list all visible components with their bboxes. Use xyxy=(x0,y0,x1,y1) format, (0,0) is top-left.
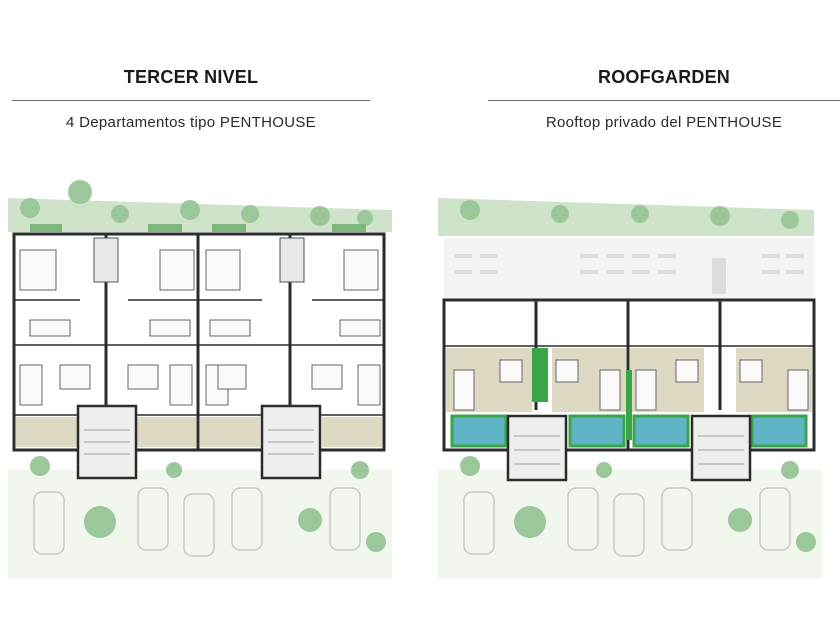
stair-cores xyxy=(506,414,752,482)
vegetation-top xyxy=(20,180,373,226)
stairs xyxy=(93,237,305,283)
site-ground xyxy=(8,470,392,578)
green-strip xyxy=(532,348,632,440)
pools xyxy=(450,414,808,448)
panel-title: ROOFGARDEN xyxy=(598,67,730,87)
panel-title: TERCER NIVEL xyxy=(123,67,259,87)
furniture xyxy=(19,249,381,406)
garden-strip xyxy=(438,198,814,236)
panel-subtitle: Rooftop privado del PENTHOUSE xyxy=(545,114,783,131)
roof-deck xyxy=(444,238,814,300)
vegetation-ground xyxy=(460,456,816,552)
floor-plan-roofgarden xyxy=(438,198,822,578)
parking-cars xyxy=(463,487,791,557)
panel-subtitle: 4 Departamentos tipo PENTHOUSE xyxy=(66,114,316,131)
terrace xyxy=(16,417,382,447)
title-underline xyxy=(488,100,840,101)
roof-fixtures xyxy=(454,254,804,294)
furniture xyxy=(453,359,809,411)
site-ground xyxy=(438,470,822,578)
floor-plan-tercer-nivel xyxy=(8,180,392,578)
planter-boxes xyxy=(30,224,366,232)
vegetation-top xyxy=(460,200,799,229)
garden-strip xyxy=(8,198,392,232)
vegetation-ground xyxy=(30,456,386,552)
title-underline xyxy=(12,100,370,101)
panel-header-roofgarden: ROOFGARDEN Rooftop privado del PENTHOUSE xyxy=(488,64,840,131)
parking-cars xyxy=(33,487,361,557)
panel-header-tercer-nivel: TERCER NIVEL 4 Departamentos tipo PENTHO… xyxy=(12,64,370,131)
